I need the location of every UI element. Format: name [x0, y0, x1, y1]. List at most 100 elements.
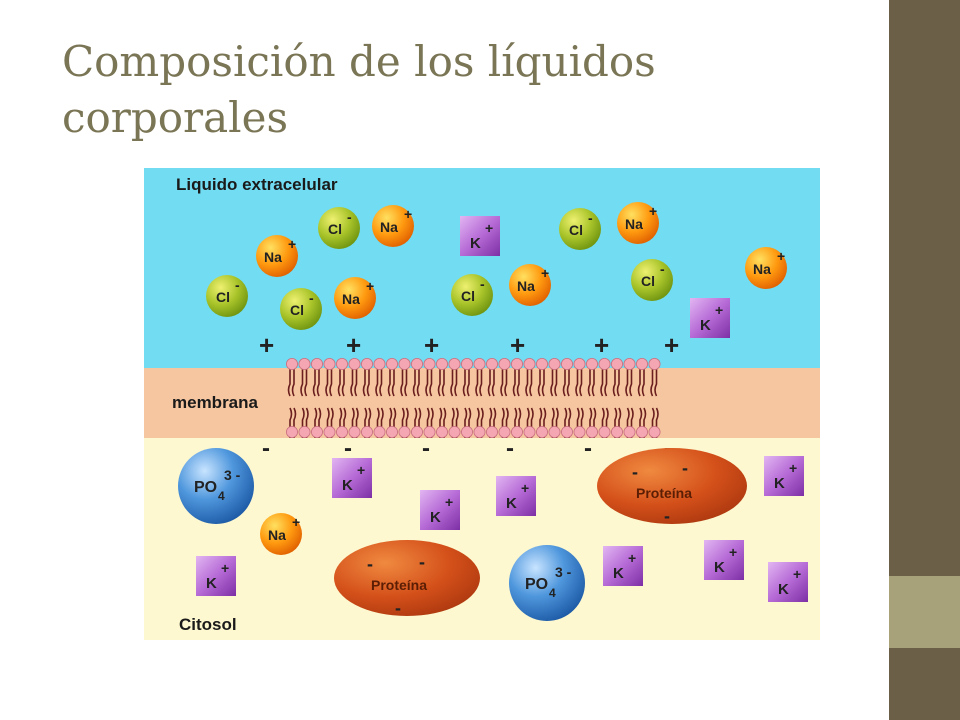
svg-text:-: -	[367, 554, 373, 574]
phospholipid	[385, 357, 398, 438]
svg-text:-: -	[664, 506, 670, 526]
sodium-ion: Na +	[372, 205, 414, 247]
plus-sign: +	[259, 330, 274, 360]
svg-text:K: K	[778, 581, 789, 598]
chloride-ion: Cl -	[206, 275, 248, 317]
svg-text:+: +	[288, 236, 296, 252]
sodium-ion: Na +	[260, 513, 302, 555]
svg-text:+: +	[366, 278, 374, 294]
svg-text:Cl: Cl	[569, 222, 583, 238]
svg-text:K: K	[506, 495, 517, 512]
svg-text:-: -	[347, 209, 352, 225]
minus-sign: -	[422, 435, 430, 462]
svg-text:Cl: Cl	[290, 302, 304, 318]
potassium-ion: K +	[332, 458, 372, 498]
svg-text:3 -: 3 -	[224, 467, 241, 483]
phospholipid	[460, 357, 473, 438]
potassium-ion: K +	[420, 490, 460, 530]
svg-text:Proteína: Proteína	[636, 485, 692, 501]
svg-text:PO: PO	[194, 479, 217, 496]
svg-text:+: +	[357, 462, 365, 478]
title-line-1: Composición de los líquidos	[62, 37, 656, 86]
svg-text:K: K	[470, 235, 481, 252]
phospholipid	[335, 357, 348, 438]
cytosol-label: Citosol	[179, 615, 237, 634]
svg-text:K: K	[700, 317, 711, 334]
phospholipid	[448, 357, 461, 438]
phospholipid	[523, 357, 536, 438]
svg-text:+: +	[292, 514, 300, 530]
phospholipid	[435, 357, 448, 438]
svg-text:-: -	[309, 290, 314, 306]
protein: Proteína - - -	[334, 540, 480, 618]
phospholipid	[510, 357, 523, 438]
svg-text:-: -	[480, 276, 485, 292]
phospholipid	[473, 357, 486, 438]
svg-text:+: +	[521, 480, 529, 496]
svg-text:4: 4	[218, 489, 225, 503]
phospholipid	[598, 357, 611, 438]
membrane-diagram: Liquido extracelular membrana Citosol + …	[144, 168, 820, 640]
phospholipid	[485, 357, 498, 438]
svg-text:Na: Na	[264, 249, 282, 265]
phospholipid	[298, 357, 311, 438]
phospholipid	[635, 357, 648, 438]
phospholipid	[560, 357, 573, 438]
plus-sign: +	[424, 330, 439, 360]
svg-text:+: +	[715, 302, 723, 318]
protein: Proteína - - -	[597, 448, 747, 526]
svg-text:+: +	[729, 544, 737, 560]
potassium-ion: K +	[704, 540, 744, 580]
phospholipid	[398, 357, 411, 438]
phospholipid	[348, 357, 361, 438]
sodium-ion: Na +	[509, 264, 551, 306]
plus-sign: +	[510, 330, 525, 360]
potassium-ion: K +	[603, 546, 643, 586]
extracellular-positive-charges: + + + + + +	[259, 330, 679, 360]
potassium-ion: K +	[496, 476, 536, 516]
svg-text:Na: Na	[753, 261, 771, 277]
svg-text:Na: Na	[625, 216, 643, 232]
minus-sign: -	[344, 435, 352, 462]
svg-text:+: +	[541, 265, 549, 281]
potassium-ion: K +	[460, 216, 500, 256]
svg-text:-: -	[682, 458, 688, 478]
svg-text:-: -	[660, 261, 665, 277]
phosphate-ion: PO 4 3 -	[178, 448, 254, 524]
sodium-ion: Na +	[334, 277, 376, 319]
chloride-ion: Cl -	[318, 207, 360, 249]
svg-text:Na: Na	[342, 291, 360, 307]
sodium-ion: Na +	[617, 202, 659, 244]
phospholipid	[310, 357, 323, 438]
plus-sign: +	[664, 330, 679, 360]
svg-text:K: K	[342, 477, 353, 494]
phospholipid	[548, 357, 561, 438]
title-line-2: corporales	[62, 93, 289, 142]
svg-text:Cl: Cl	[216, 289, 230, 305]
svg-text:Cl: Cl	[641, 273, 655, 289]
sodium-ion: Na +	[745, 247, 787, 289]
svg-text:Cl: Cl	[461, 288, 475, 304]
svg-text:Na: Na	[380, 219, 398, 235]
potassium-ion: K +	[196, 556, 236, 596]
potassium-ion: K +	[764, 456, 804, 496]
minus-sign: -	[262, 435, 270, 462]
svg-text:K: K	[430, 509, 441, 526]
phospholipid	[573, 357, 586, 438]
minus-sign: -	[584, 435, 592, 462]
membrane-label: membrana	[172, 393, 259, 412]
minus-sign: -	[506, 435, 514, 462]
phospholipid	[373, 357, 386, 438]
svg-text:+: +	[793, 566, 801, 582]
svg-text:PO: PO	[525, 576, 548, 593]
svg-text:-: -	[632, 462, 638, 482]
svg-text:+: +	[777, 248, 785, 264]
svg-text:+: +	[221, 560, 229, 576]
phospholipid	[648, 357, 661, 438]
svg-text:4: 4	[549, 586, 556, 600]
phospholipid	[360, 357, 373, 438]
potassium-ion: K +	[768, 562, 808, 602]
phospholipid	[498, 357, 511, 438]
svg-text:K: K	[206, 575, 217, 592]
svg-text:Proteína: Proteína	[371, 577, 427, 593]
